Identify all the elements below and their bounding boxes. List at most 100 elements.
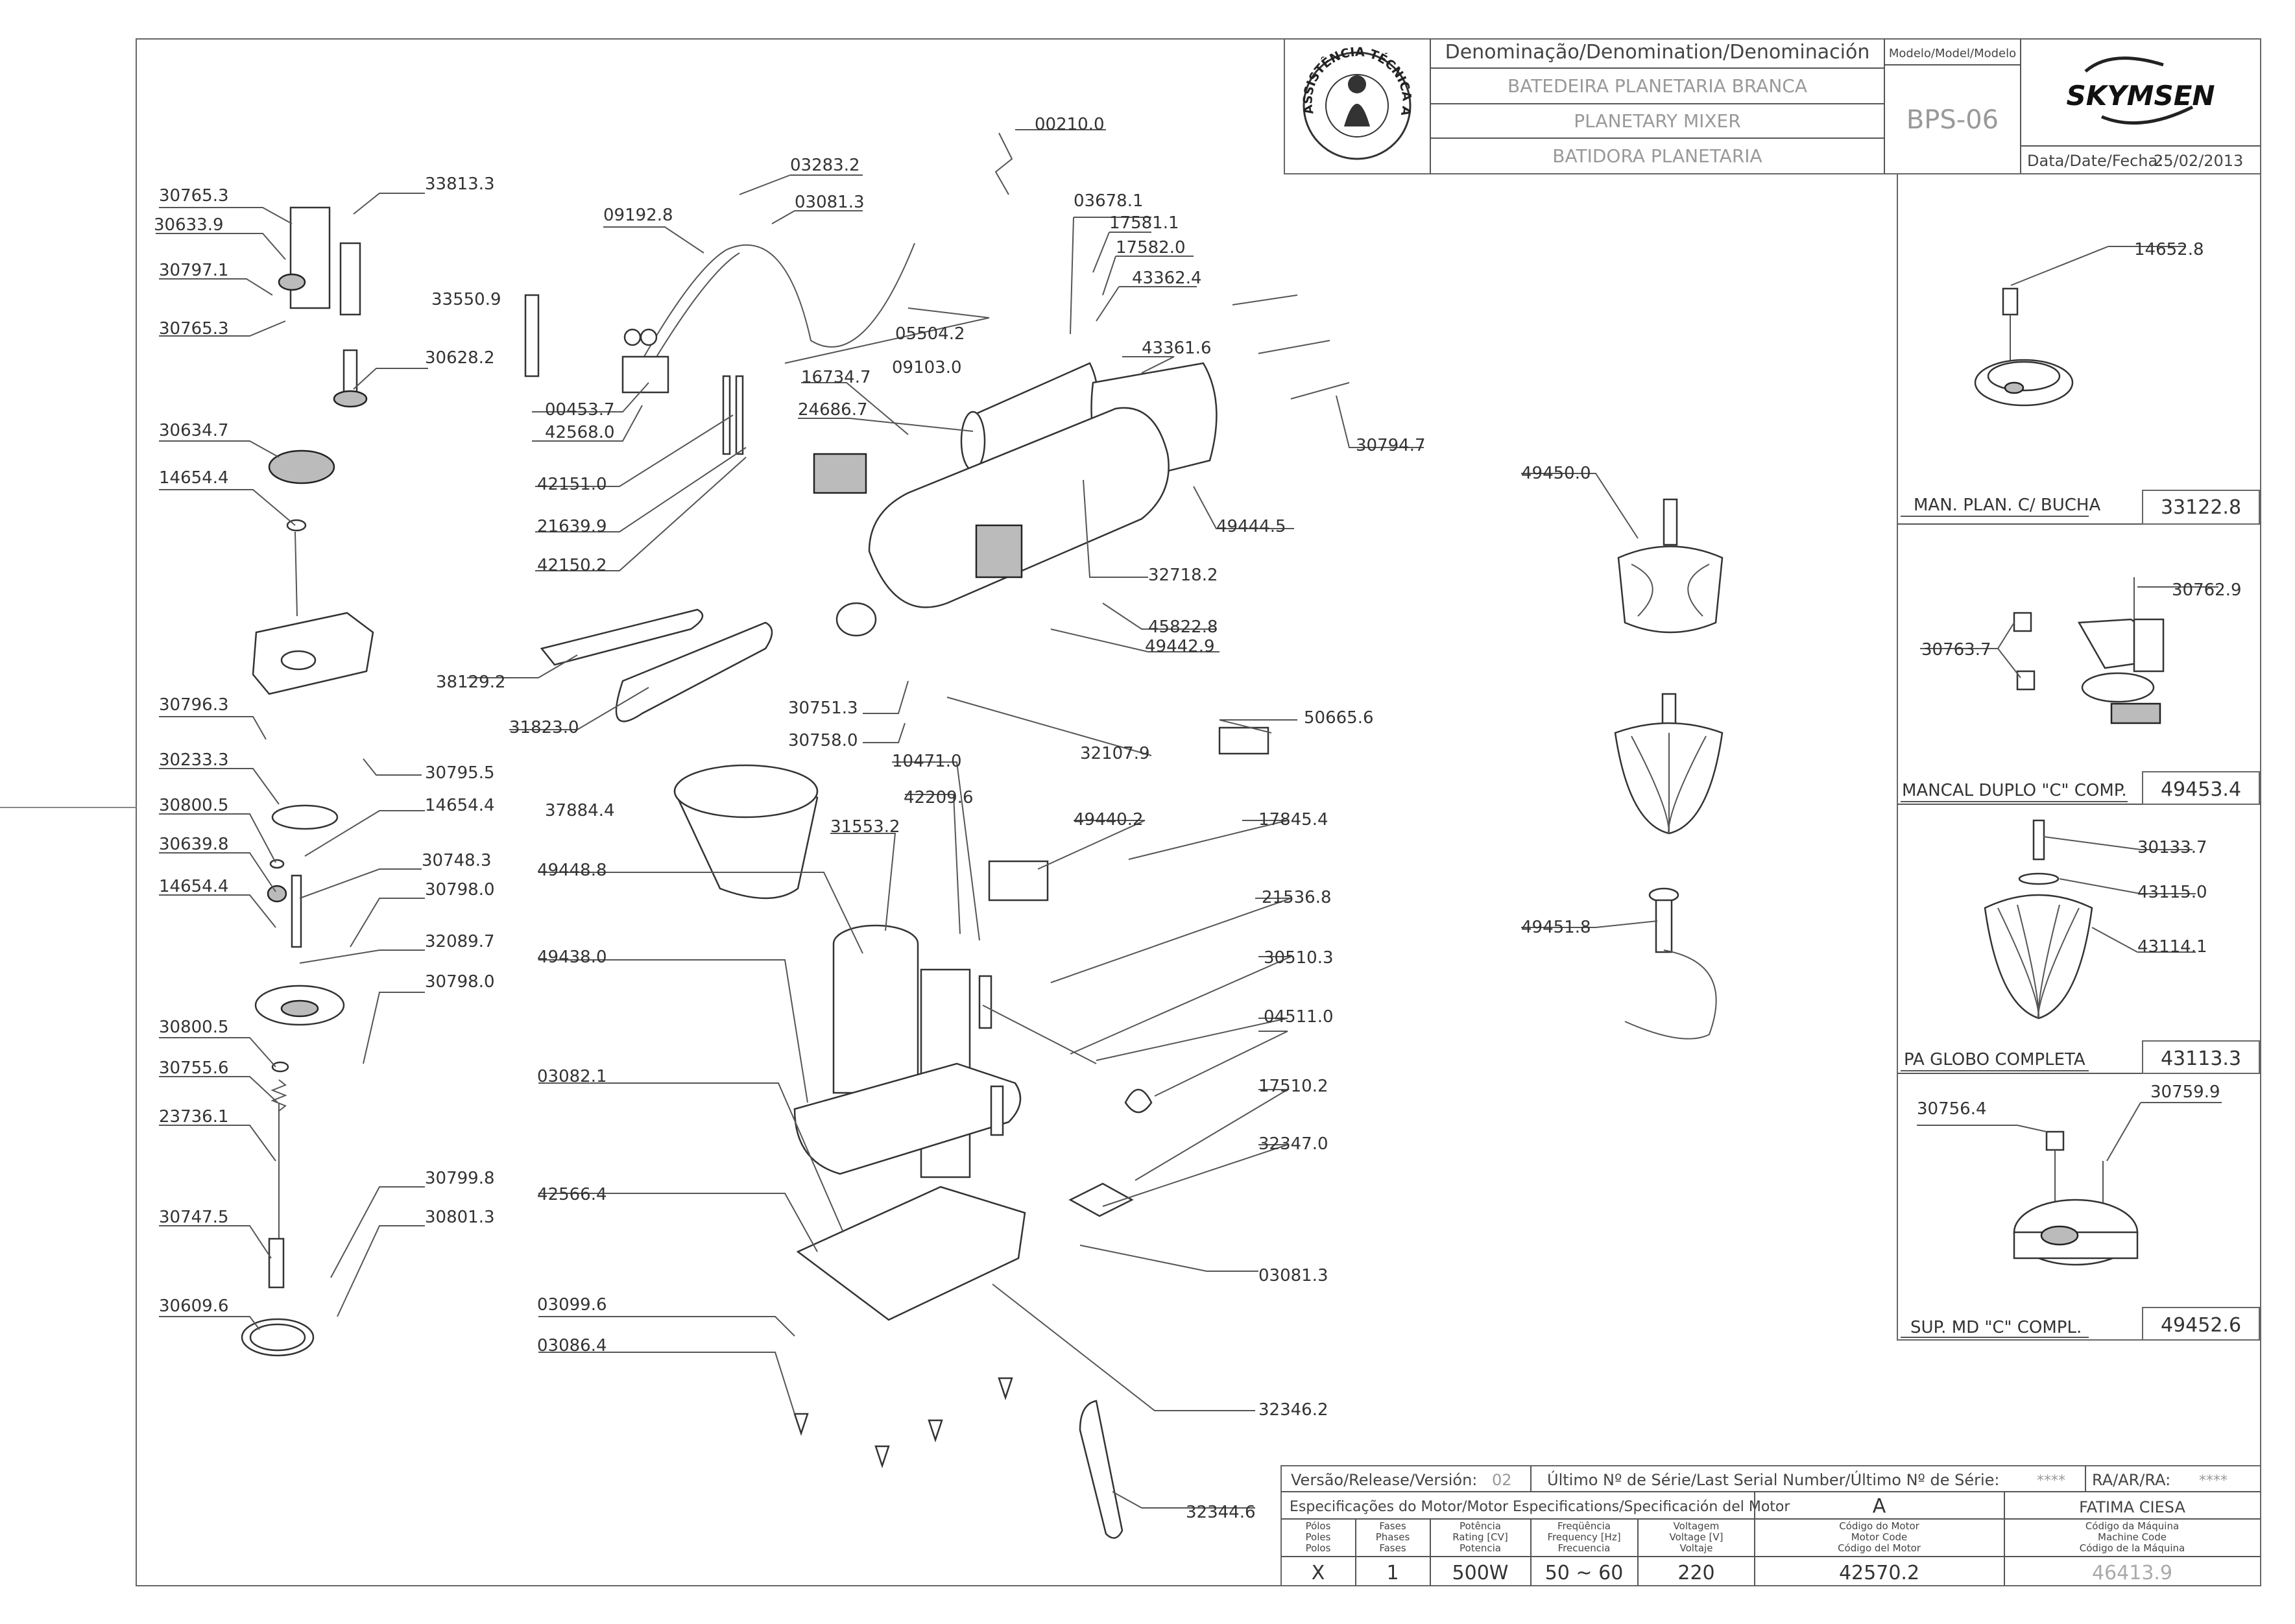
skymsen-logo: SKYMSEN (2066, 56, 2215, 125)
spec-poles: X (1312, 1562, 1325, 1584)
kit-name-1: MAN. PLAN. C/ BUCHA (1914, 496, 2100, 515)
kit2-part-2: 30763.7 (1921, 640, 1991, 660)
part-label: 43362.4 (1132, 269, 1202, 288)
manufacturer: FATIMA CIESA (2079, 1498, 2185, 1516)
product-name-en: PLANETARY MIXER (1574, 110, 1740, 132)
part-label: 30758.0 (788, 731, 858, 750)
part-label: 42150.2 (537, 556, 607, 575)
part-label: 30798.0 (425, 880, 495, 900)
part-label: 30747.5 (159, 1208, 229, 1227)
kit-name-3: PA GLOBO COMPLETA (1904, 1050, 2085, 1069)
spec-header-line: Voltaje (1680, 1542, 1713, 1554)
spec-header-line: Potencia (1460, 1542, 1501, 1554)
brand-name: SKYMSEN (2066, 80, 2215, 112)
part-label: 32347.0 (1258, 1134, 1328, 1154)
kit4-part-1: 30756.4 (1917, 1099, 1987, 1119)
part-label: 32089.7 (425, 932, 495, 951)
part-label: 42566.4 (537, 1185, 607, 1204)
part-label: 21536.8 (1262, 888, 1332, 907)
whisk-drawing (1614, 693, 1724, 835)
part-label: 30609.6 (159, 1296, 229, 1316)
part-label: 30800.5 (159, 1018, 229, 1037)
part-label: 31553.2 (830, 817, 900, 837)
kit3-part-2: 43115.0 (2137, 883, 2207, 902)
part-label: 49451.8 (1521, 918, 1591, 937)
part-label: 03099.6 (537, 1295, 607, 1315)
lever-32344-drawing (1079, 1400, 1123, 1539)
part-label: 45822.8 (1148, 617, 1218, 637)
spec-header-line: Código del Motor (1838, 1542, 1921, 1554)
spec-header-line: Voltage [V] (1670, 1531, 1724, 1543)
spec-header-line: Rating [CV] (1452, 1531, 1508, 1543)
part-label: 30233.3 (159, 750, 229, 770)
part-label: 30800.5 (159, 796, 229, 815)
part-label: 31823.0 (509, 718, 579, 737)
base-column-drawing (793, 860, 1153, 1321)
part-label: 30510.3 (1264, 948, 1334, 968)
kit-panels: MAN. PLAN. C/ BUCHA 33122.8 MANCAL DUPLO… (1897, 173, 2261, 1341)
spec-header-line: Phases (1376, 1531, 1410, 1543)
part-label: 30795.5 (425, 763, 495, 783)
part-label: 03678.1 (1074, 191, 1144, 211)
shaft-33550-drawing (524, 294, 540, 377)
part-label: 49444.5 (1216, 517, 1286, 536)
part-label: 17510.2 (1258, 1077, 1328, 1096)
spec-header-line: Voltagem (1674, 1520, 1720, 1532)
spec-motor-code: 42570.2 (1839, 1562, 1919, 1584)
kit3-part-1: 30133.7 (2137, 838, 2207, 857)
spec-header-line: Polos (1306, 1542, 1331, 1554)
kit3-part-3: 43114.1 (2137, 937, 2207, 957)
motor-spec-table: Versão/Release/Versión: 02 Último Nº de … (1280, 1465, 2261, 1586)
wiring-drawing (621, 243, 915, 455)
part-label: 03082.1 (537, 1067, 607, 1086)
part-label: 30801.3 (425, 1208, 495, 1227)
spec-header-line: Fases (1379, 1542, 1406, 1554)
kit-code-4: 49452.6 (2161, 1314, 2241, 1337)
part-label: 16734.7 (801, 368, 871, 387)
part-label: 23736.1 (159, 1107, 229, 1127)
part-label: 17582.0 (1116, 238, 1186, 257)
part-label: 49448.8 (537, 861, 607, 880)
part-label: 03086.4 (537, 1336, 607, 1355)
part-label: 30765.3 (159, 319, 229, 339)
part-label: 17581.1 (1109, 213, 1179, 233)
part-label: 00210.0 (1035, 115, 1105, 134)
part-label: 04511.0 (1264, 1007, 1334, 1027)
serial-value: **** (2037, 1473, 2065, 1489)
part-label: 00453.7 (545, 400, 615, 420)
spec-header-line: Frequency [Hz] (1547, 1531, 1620, 1543)
motor-revision: A (1873, 1495, 1886, 1518)
gear-column-drawing (241, 206, 374, 1357)
part-label: 30639.8 (159, 835, 229, 854)
label-50665-drawing (1218, 726, 1269, 755)
product-name-es: BATIDORA PLANETARIA (1552, 145, 1762, 167)
spec-header-line: Código do Motor (1839, 1520, 1919, 1532)
model-code: BPS-06 (1906, 105, 1999, 135)
bracket-00210-drawing (994, 132, 1013, 195)
feet-drawing (793, 1377, 1013, 1468)
spec-phases: 1 (1386, 1562, 1399, 1584)
ra-label: RA/AR/RA: (2092, 1471, 2170, 1489)
kit1-planetary-hub-drawing (1974, 246, 2186, 407)
serial-label: Último Nº de Série/Last Serial Number/Úl… (1547, 1470, 1999, 1489)
kit3-whisk-drawing (1984, 819, 2196, 1020)
bowl-drawing (673, 764, 819, 900)
part-label: 33550.9 (431, 290, 501, 309)
mixer-head-drawing (835, 407, 1170, 637)
part-label: 05504.2 (895, 324, 965, 344)
part-label: 42151.0 (537, 475, 607, 494)
version-value: 02 (1492, 1471, 1512, 1489)
part-label: 32344.6 (1186, 1503, 1256, 1522)
kit-code-2: 49453.4 (2161, 778, 2241, 801)
part-label: 30634.7 (159, 421, 229, 440)
denomination-header: Denominação/Denomination/Denominación (1445, 41, 1870, 64)
part-label: 30797.1 (159, 261, 229, 280)
kit-code-1: 33122.8 (2161, 496, 2241, 519)
kit4-part-2: 30759.9 (2150, 1082, 2220, 1102)
date-value: 25/02/2013 (2154, 152, 2243, 170)
part-label: 32718.2 (1148, 566, 1218, 585)
mixer-drawing (241, 132, 1724, 1539)
part-label: 30628.2 (425, 348, 495, 368)
version-label: Versão/Release/Versión: (1291, 1471, 1477, 1489)
dough-hook-drawing (1624, 887, 1717, 1040)
